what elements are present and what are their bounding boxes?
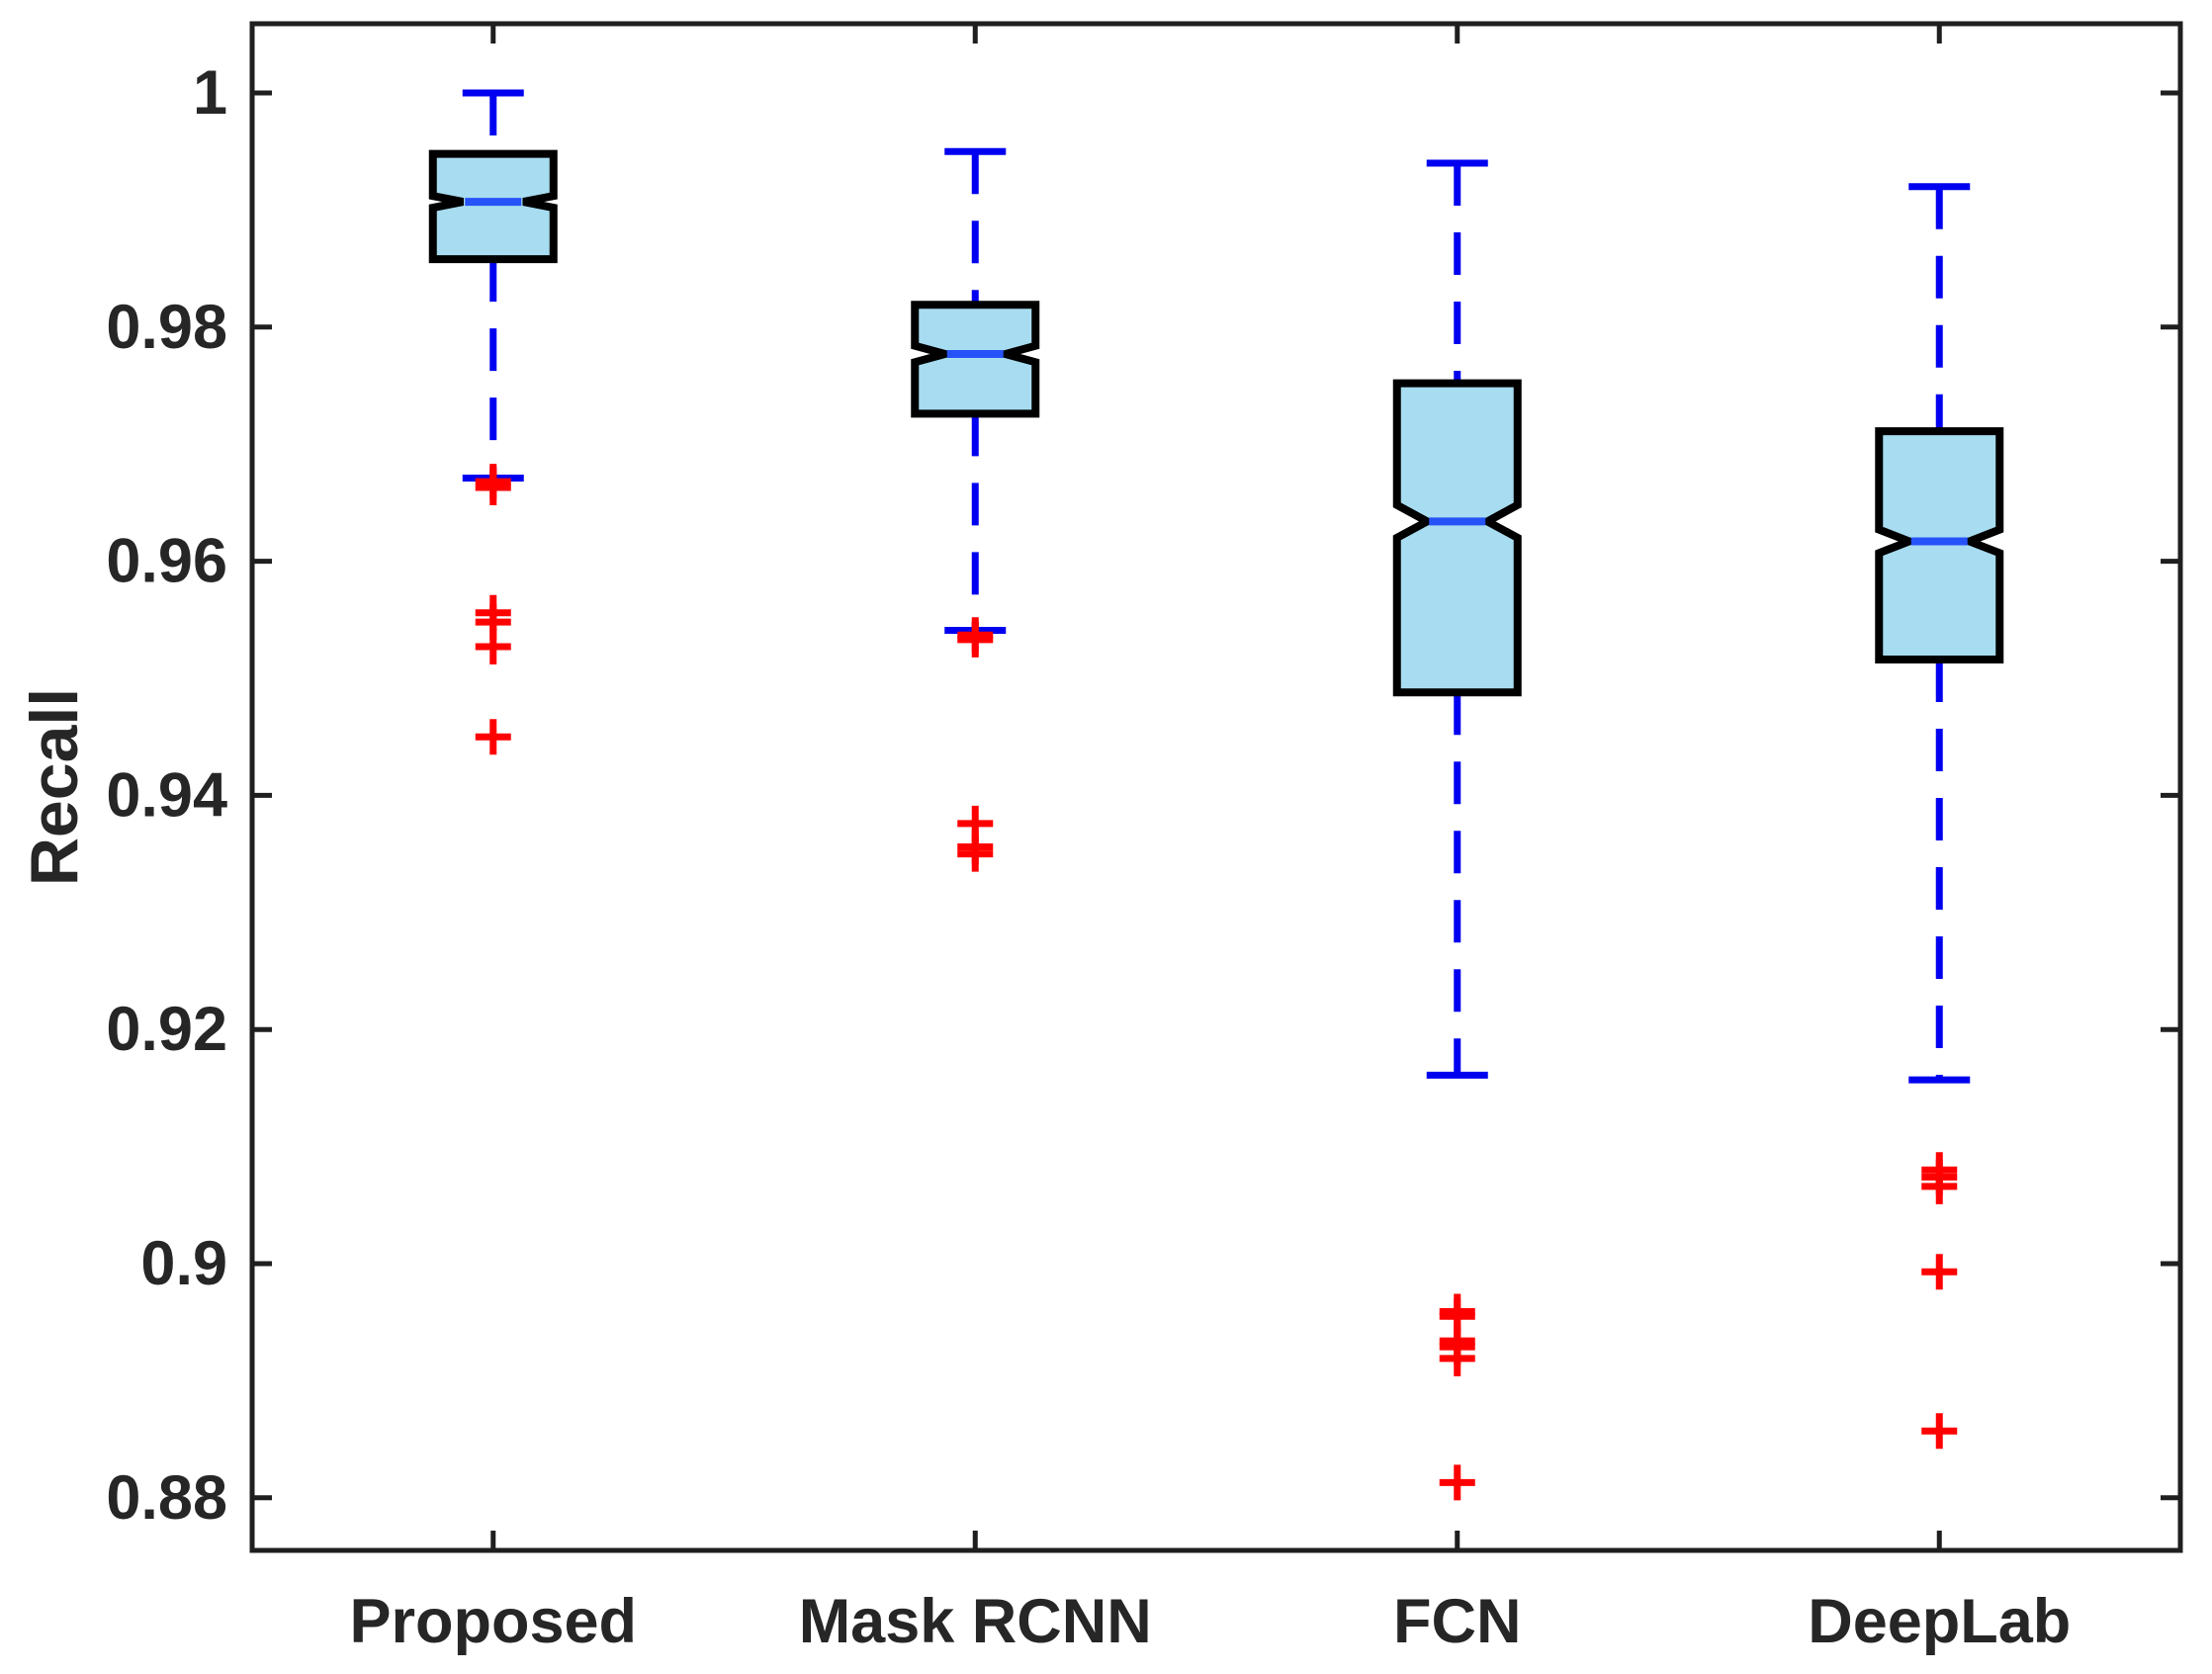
box-group-fcn [1392,159,1522,1501]
y-tick-label: 0.96 [106,527,227,596]
x-category-label: FCN [1393,1587,1521,1656]
outlier-marker [475,719,511,755]
y-tick-label: 0.9 [140,1229,227,1298]
outlier-marker [1921,1413,1958,1450]
outlier-marker [475,629,511,665]
y-tick-label: 0.98 [106,293,227,362]
x-category-label: DeepLab [1808,1587,2071,1656]
y-axis-title: Recall [17,688,92,886]
box-group-mask-rcnn [911,147,1040,872]
y-tick-label: 0.88 [106,1463,227,1533]
y-tick-label: 1 [193,58,227,128]
y-tick-label: 0.92 [106,995,227,1064]
outlier-marker [1921,1254,1958,1290]
box-body [911,301,1040,418]
x-category-label: Mask RCNN [799,1587,1152,1656]
y-tick-label: 0.94 [106,760,227,830]
outlier-marker [1921,1168,1958,1204]
box-body [1392,379,1522,697]
outlier-marker [1439,1464,1475,1501]
outlier-marker [475,470,511,506]
outlier-marker [957,621,994,658]
outlier-marker [1439,1340,1475,1376]
outlier-marker [957,836,994,872]
box-group-proposed [428,89,558,755]
plot-frame [249,21,2183,1553]
x-category-label: Proposed [349,1587,637,1656]
box-body [428,149,558,264]
box-group-deeplab [1875,183,2004,1450]
box-body [1875,427,2004,664]
